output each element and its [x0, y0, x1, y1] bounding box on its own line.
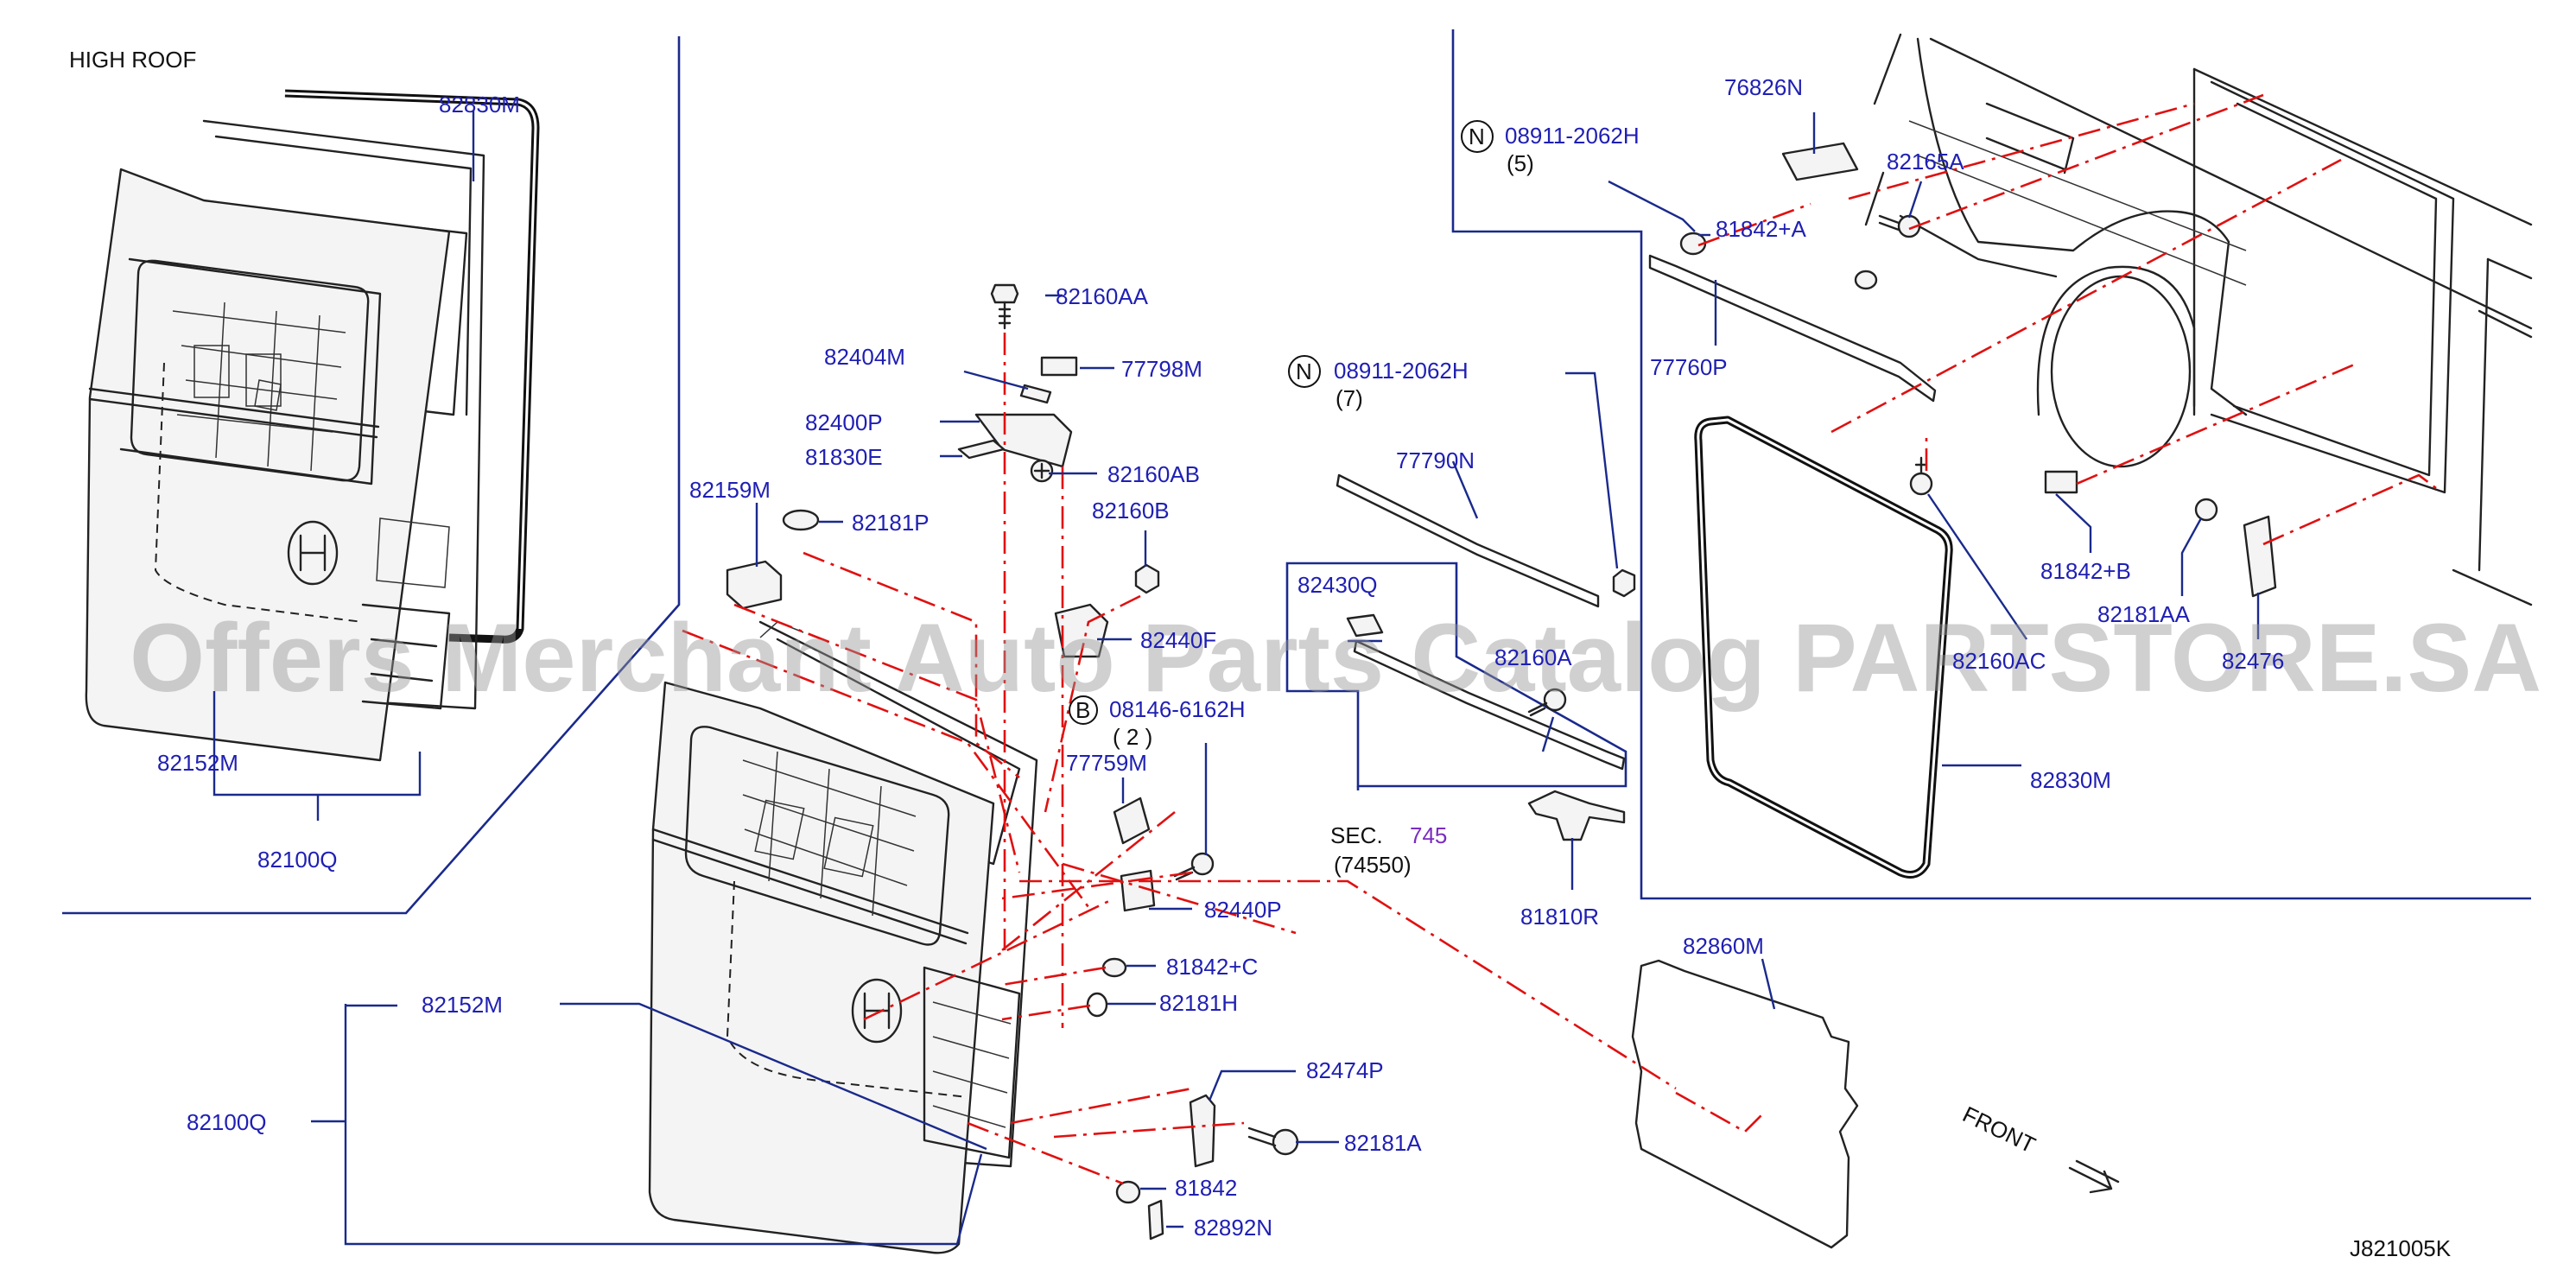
plug-81842b-icon: [2044, 470, 2078, 494]
label-82160ac: 82160AC: [1952, 648, 2046, 674]
label-82476: 82476: [2222, 648, 2284, 674]
label-82181p: 82181P: [852, 510, 930, 536]
label-82160aa: 82160AA: [1056, 283, 1149, 309]
label-sec: SEC.: [1330, 822, 1383, 848]
label-82160b: 82160B: [1092, 498, 1170, 524]
label-81842b: 81842+B: [2040, 558, 2131, 584]
label-sec-number: 745: [1410, 822, 1447, 848]
bolt-82181aa-icon: [2194, 498, 2218, 522]
bolt-82160aa-icon: [990, 283, 1019, 330]
symbol-b: B: [1069, 695, 1098, 725]
symbol-b-letter: B: [1075, 697, 1090, 723]
pin-82404m-icon: [1019, 384, 1052, 404]
label-82400p: 82400P: [805, 409, 883, 435]
label-82440f: 82440F: [1140, 627, 1216, 653]
label-82181a: 82181A: [1344, 1130, 1422, 1156]
label-high-roof: HIGH ROOF: [69, 47, 196, 73]
label-81842a: 81842+A: [1716, 216, 1806, 242]
plug-82181p-icon: [782, 509, 820, 531]
hardware-parts-right: [1631, 142, 2277, 1249]
assembly-guide-lines: [682, 93, 2437, 1185]
symbol-n-a: N: [1461, 120, 1494, 153]
strip-77760p-icon: [1648, 254, 1937, 403]
grommet-81842c-icon: [1101, 957, 1127, 978]
bolt-08146-icon: [1173, 852, 1215, 881]
symbol-n-b: N: [1288, 355, 1321, 388]
front-arrow-icon: [2068, 1159, 2120, 1194]
bracket-77798m-icon: [1040, 356, 1078, 377]
label-81842c: 81842+C: [1166, 954, 1258, 980]
symbol-n-a-letter: N: [1469, 124, 1485, 149]
label-08146-6162h: 08146-6162H: [1109, 696, 1246, 722]
leader-lines: [213, 111, 2260, 1246]
nut-08911-b-icon: [1612, 568, 1636, 598]
bolt-82160ab-icon: [1030, 459, 1054, 483]
label-08911-b-qty: (7): [1336, 385, 1363, 411]
block-82159m-icon: [726, 560, 783, 610]
strip-77790n-icon: [1336, 473, 1600, 608]
label-82430q: 82430Q: [1298, 572, 1378, 598]
cover-76826n-icon: [1781, 142, 1859, 181]
bolt-82160a-icon: [1527, 688, 1567, 717]
hardware-parts-center-right: [1336, 473, 1636, 841]
label-81842: 81842: [1175, 1175, 1237, 1201]
label-82160a: 82160A: [1494, 644, 1572, 670]
shim-81830e-icon: [957, 439, 1006, 460]
label-08911-a-qty: (5): [1507, 150, 1534, 176]
label-08911-2062h-a: 08911-2062H: [1505, 123, 1640, 149]
label-82160ab: 82160AB: [1107, 461, 1200, 487]
hardware-parts-center: [726, 283, 1299, 1241]
symbol-n-b-letter: N: [1296, 359, 1312, 384]
label-77759m: 77759M: [1066, 750, 1147, 776]
label-82152m-b: 82152M: [422, 992, 503, 1018]
label-82830m-a: 82830M: [439, 92, 520, 117]
label-82181h: 82181H: [1159, 990, 1238, 1016]
part-labels: HIGH ROOF 82830M 82152M 82100Q 82160AA 8…: [69, 47, 2452, 1261]
label-08146-qty: ( 2 ): [1113, 724, 1152, 750]
label-81830e: 81830E: [805, 444, 883, 470]
label-76826n: 76826N: [1724, 74, 1803, 100]
label-82152m-a: 82152M: [157, 750, 238, 776]
label-82474p: 82474P: [1306, 1057, 1384, 1083]
strip-82430q-icon: [1353, 639, 1626, 771]
pad-77759m-icon: [1113, 796, 1151, 845]
label-82404m: 82404M: [824, 344, 905, 370]
label-77760p: 77760P: [1650, 354, 1728, 380]
watermark: Offers Merchant Auto Parts Catalog PARTS…: [130, 604, 2541, 712]
label-82100q-b: 82100Q: [187, 1109, 267, 1135]
sheet-82860m-icon: [1631, 959, 1859, 1249]
label-77798m: 77798M: [1121, 356, 1202, 382]
label-82100q-a: 82100Q: [257, 847, 338, 873]
diagram-code: J821005K: [2350, 1235, 2452, 1261]
label-82860m: 82860M: [1683, 933, 1764, 959]
vehicle-body: [1864, 33, 2533, 606]
label-82440p: 82440P: [1204, 897, 1282, 923]
bracket-82476-icon: [2243, 515, 2277, 598]
label-82830m-b: 82830M: [2030, 767, 2111, 793]
label-82159m: 82159M: [689, 477, 771, 503]
label-08911-2062h-b: 08911-2062H: [1334, 358, 1469, 384]
label-front: FRONT: [1958, 1101, 2040, 1158]
seal-82892n-icon: [1147, 1199, 1164, 1241]
striker-82474p-icon: [1189, 1094, 1216, 1168]
label-sec-sub: (74550): [1334, 852, 1412, 878]
grommet-82181h-icon: [1086, 992, 1108, 1018]
bolt-82181a-icon: [1247, 1127, 1299, 1156]
nut-82160b-icon: [1134, 563, 1160, 594]
bolt-82160ac-icon: [1909, 456, 1933, 496]
label-77790n: 77790N: [1396, 447, 1475, 473]
grommet-81842-icon: [1115, 1180, 1141, 1204]
door-assembly-high-roof: [85, 89, 540, 762]
door-assembly-main: [648, 620, 1038, 1254]
frame-lines: [62, 29, 2531, 915]
label-81810r: 81810R: [1520, 904, 1599, 930]
label-82181aa: 82181AA: [2097, 601, 2191, 627]
label-82892n: 82892N: [1194, 1215, 1272, 1241]
bracket-81810r-icon: [1527, 790, 1626, 841]
label-82165a: 82165A: [1887, 149, 1964, 175]
